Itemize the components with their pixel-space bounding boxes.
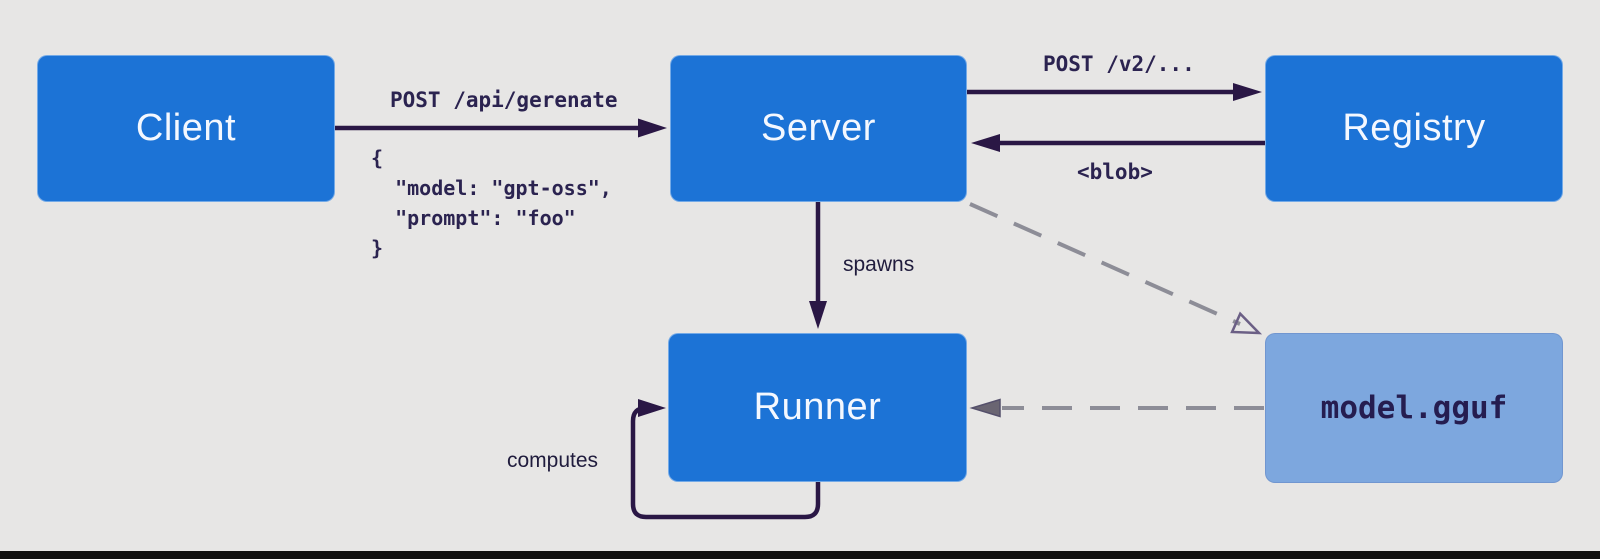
client-to-server-arrow <box>335 118 667 138</box>
computes-label: computes <box>507 449 599 472</box>
runner-node-label: Runner <box>753 386 882 428</box>
server-to-model-dashed-arrow <box>969 202 1263 335</box>
client-node-label: Client <box>135 107 237 149</box>
server-node: Server <box>670 55 967 202</box>
runner-self-loop-arrow <box>630 399 821 520</box>
server-to-runner-arrow <box>809 202 827 329</box>
model-gguf-node-label: model.gguf <box>1320 390 1508 426</box>
registry-node: Registry <box>1265 55 1563 202</box>
registry-to-server-arrow <box>971 134 1265 152</box>
request-json-body: { "model: "gpt-oss", "prompt": "foo" } <box>371 146 612 260</box>
post-v2-label: POST /v2/... <box>1043 52 1195 76</box>
client-node: Client <box>37 55 335 202</box>
model-to-runner-dashed-arrow <box>969 398 1264 418</box>
server-to-registry-arrow <box>967 83 1262 101</box>
post-api-generate-label: POST /api/gerenate <box>390 88 618 112</box>
bottom-edge-bar <box>0 551 1600 559</box>
runner-node: Runner <box>668 333 967 482</box>
blob-label: <blob> <box>1077 160 1153 184</box>
model-gguf-node: model.gguf <box>1265 333 1563 483</box>
spawns-label: spawns <box>843 253 915 276</box>
registry-node-label: Registry <box>1342 107 1486 149</box>
server-node-label: Server <box>761 107 876 149</box>
